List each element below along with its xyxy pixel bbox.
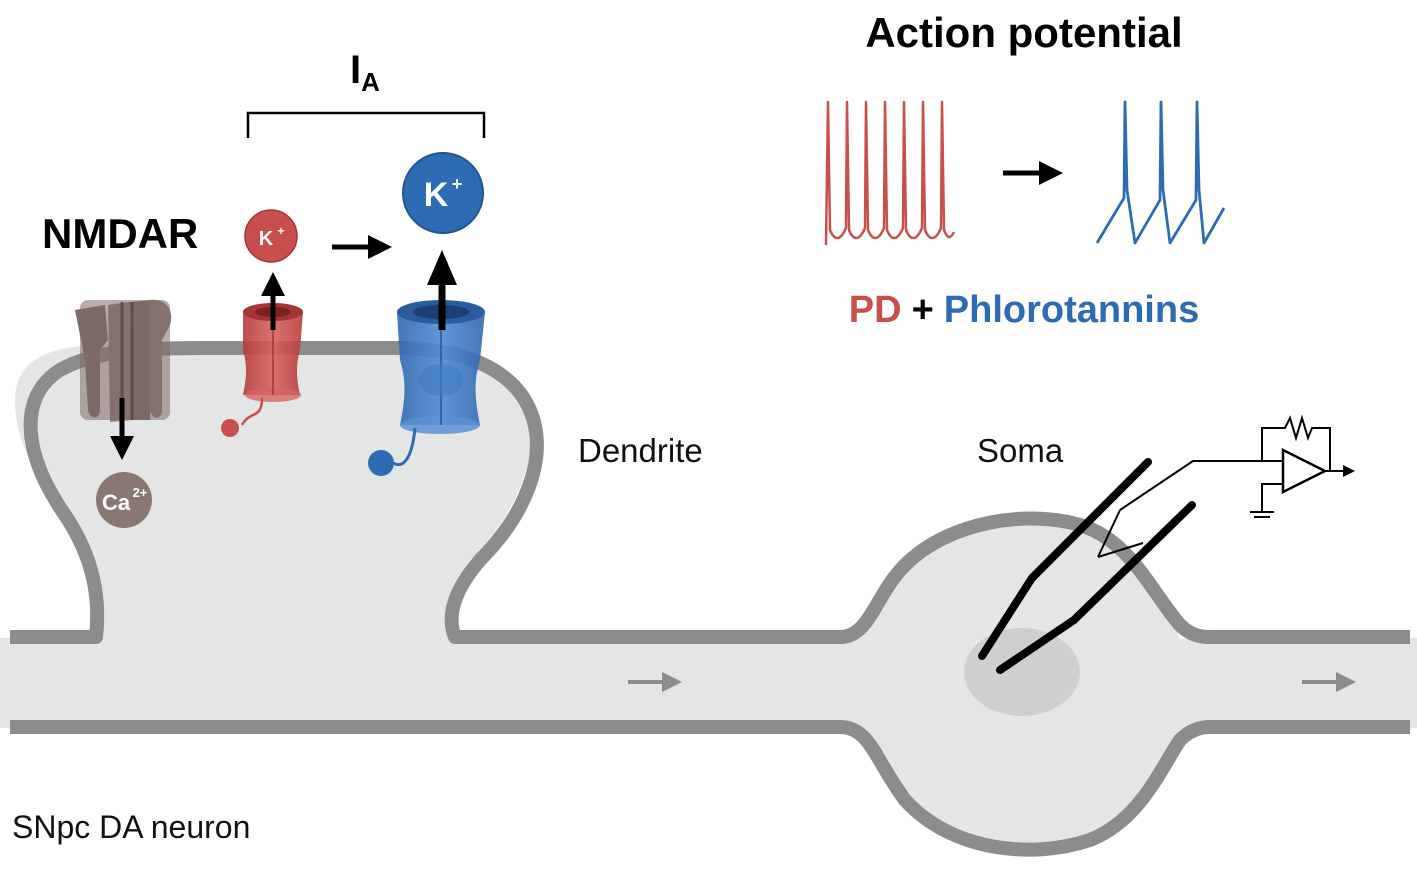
- nmdar-channel-icon: [75, 299, 172, 422]
- neuron-membrane: [0, 341, 1417, 857]
- nmdar-calcium-arrow: [110, 398, 134, 460]
- condition-legend: PD+Phlorotannins: [849, 289, 1199, 331]
- potassium-increase-arrow: [332, 235, 392, 259]
- spike-change-arrow: [1003, 161, 1063, 185]
- axon-flow-arrow: [1302, 672, 1356, 692]
- phlorotannin-potassium-label: K: [424, 176, 449, 214]
- phlorotannins-label: Phlorotannins: [944, 289, 1199, 331]
- ia-current-label: IA: [350, 48, 380, 97]
- soma-nucleus: [964, 628, 1080, 716]
- patch-pipette-icon: [978, 458, 1283, 674]
- dendrite-flow-arrow: [628, 672, 682, 692]
- pd-potassium-ion: K +: [244, 209, 298, 263]
- phlorotannin-spike-trace: [1095, 100, 1226, 245]
- amplifier-circuit-icon: [1250, 414, 1355, 518]
- ia-bracket: [246, 111, 486, 138]
- calcium-label: Ca: [102, 490, 131, 515]
- calcium-charge: 2+: [133, 485, 148, 500]
- neuron-type-label: SNpc DA neuron: [12, 809, 250, 845]
- pd-potassium-label: K: [259, 228, 274, 250]
- phlorotannin-potassium-efflux-arrow: [427, 250, 457, 330]
- pd-potassium-efflux-arrow: [261, 272, 285, 330]
- pd-spike-trace: [824, 100, 956, 246]
- pd-potassium-channel-icon: [221, 303, 303, 437]
- pd-label: PD: [849, 289, 902, 331]
- calcium-ion: Ca 2+: [96, 472, 152, 528]
- phlorotannin-potassium-charge: +: [452, 174, 463, 194]
- phlorotannin-potassium-ion: K +: [402, 152, 484, 234]
- soma-label: Soma: [977, 432, 1064, 469]
- nmdar-label: NMDAR: [42, 210, 198, 257]
- plus-label: +: [912, 289, 934, 331]
- action-potential-title: Action potential: [865, 9, 1182, 56]
- pd-potassium-charge: +: [277, 224, 284, 238]
- dendrite-label: Dendrite: [578, 432, 703, 469]
